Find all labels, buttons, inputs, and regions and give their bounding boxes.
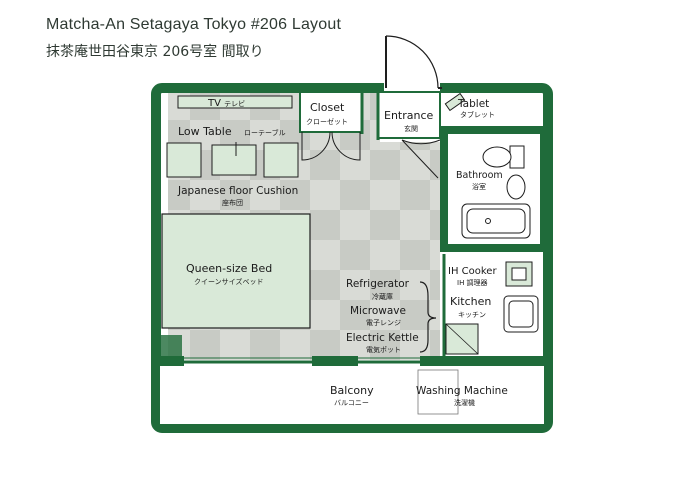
tv-unit [177,95,293,109]
closet-door-left [301,131,331,161]
bed-label: Queen-size Bed [186,262,272,275]
window-sill-left [160,356,184,366]
title-english: Matcha-An Setagaya Tokyo #206 Layout [46,16,342,33]
refrigerator-label-ja: 冷蔵庫 [372,292,393,301]
closet-label: Closet [310,101,345,114]
appliance-brace [419,281,437,353]
cushion-label: Japanese floor Cushion [177,185,298,197]
bed-label-ja: クイーンサイズベッド [194,277,263,286]
bathtub-inner [466,208,526,234]
balcony-floor [160,366,544,424]
queen-bed [161,213,311,329]
kettle-label-ja: 電気ポット [366,345,401,354]
closet-box [299,91,363,133]
low-table-label-ja: ローテーブル [244,128,286,137]
low-table [211,144,257,176]
balcony-label-ja: バルコニー [334,399,369,407]
cushion-right [263,142,299,178]
bathroom-label: Bathroom [456,170,503,181]
tablet-label: Tablet [457,98,489,110]
tablet-device [444,92,466,112]
entrance-label-ja: 玄関 [404,124,418,133]
cushion-left [166,142,202,178]
balcony-label: Balcony [330,384,374,397]
microwave-label-ja: 電子レンジ [366,319,401,327]
corner-post-left [160,335,182,359]
title-japanese: 抹茶庵世田谷東京 206号室 間取り [46,44,264,60]
ih-cooker-plate [511,267,527,281]
microwave-label: Microwave [350,305,406,317]
entrance-door-swing [385,35,439,89]
toilet-tank [509,145,525,169]
closet-label-ja: クローゼット [306,117,348,126]
kitchen-sink-inner [508,300,534,328]
appliance-shelf-diag [445,323,479,355]
bathroom-label-ja: 浴室 [472,182,486,191]
kitchen-label: Kitchen [450,295,491,308]
bathtub-drain [485,218,491,224]
ih-cooker-label: IH Cooker [448,266,497,277]
bathroom-sink [506,174,526,200]
washing-machine-label-ja: 洗濯機 [454,398,475,407]
entrance-box [377,91,441,139]
kitchen-label-ja: キッチン [458,311,486,319]
window-sill-right [420,356,546,366]
entrance-label: Entrance [384,109,434,122]
outer-wall [151,83,553,433]
tv-label: TV テレビ [207,98,245,109]
entrance-inner-door [401,139,441,179]
washing-machine [417,369,459,415]
cushion-label-ja: 座布団 [222,198,243,207]
ih-cooker-label-ja: IH 調理器 [457,278,488,287]
window-sill-mid [312,356,358,366]
kettle-label: Electric Kettle [346,332,419,344]
low-table-label: Low Table [178,125,232,138]
closet-door-right [331,131,361,161]
tablet-label-ja: タブレット [460,110,495,119]
washing-machine-label: Washing Machine [416,385,508,397]
toilet-bowl [482,146,512,168]
refrigerator-label: Refrigerator [346,278,410,290]
